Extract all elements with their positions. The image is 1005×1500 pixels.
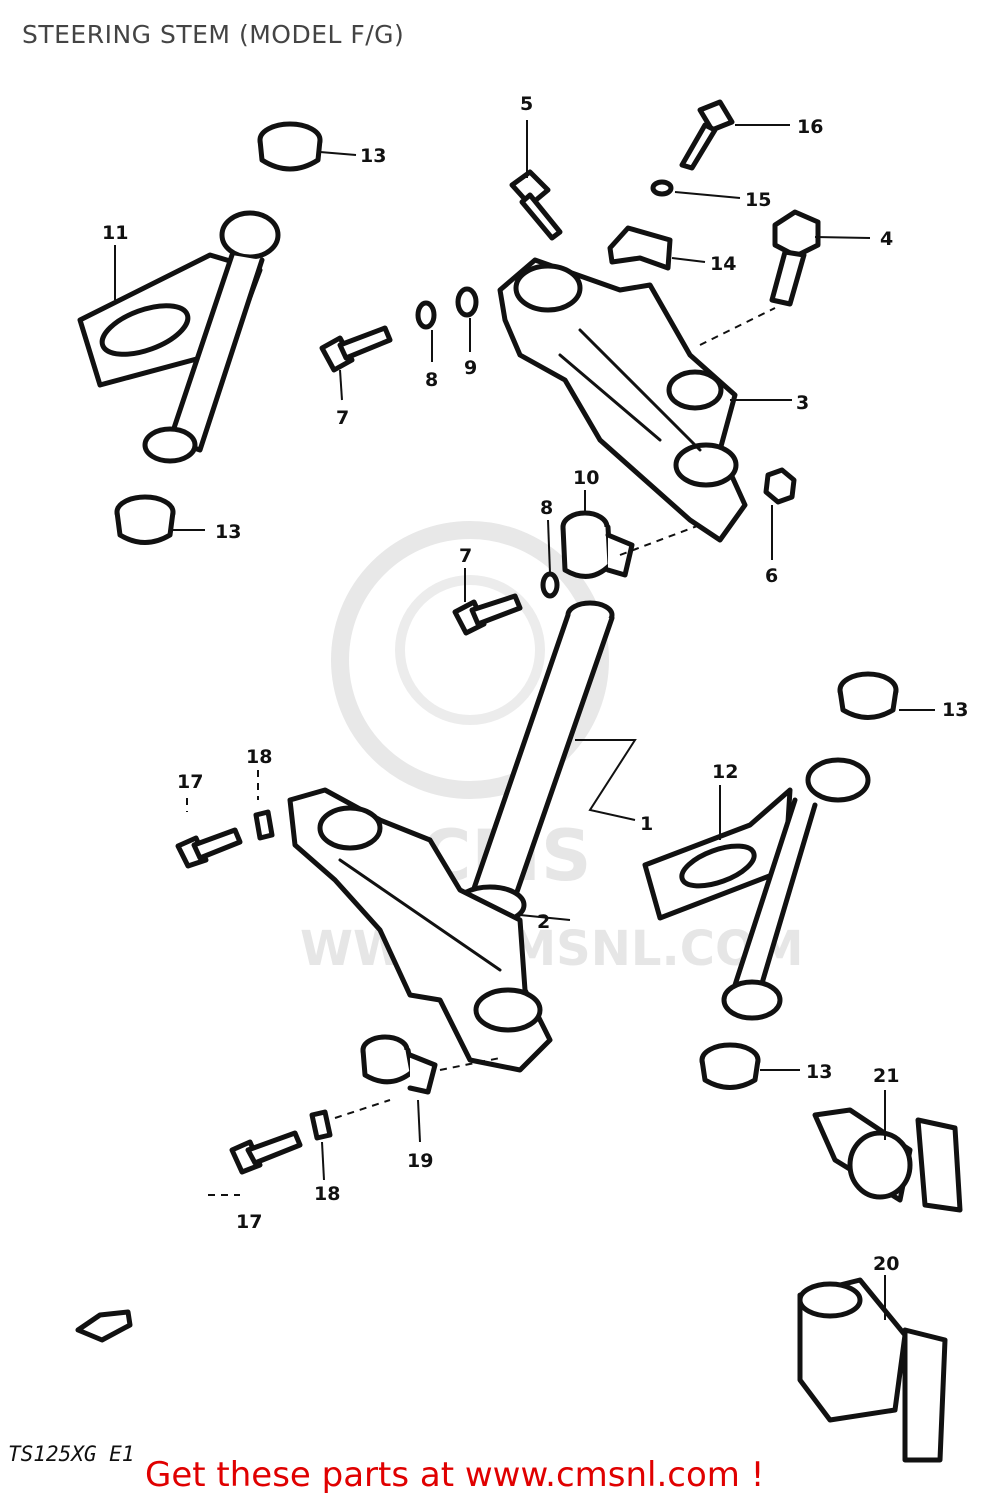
callout-8-mid: 8 xyxy=(540,497,553,519)
callout-20: 20 xyxy=(873,1253,899,1275)
callout-7-upper: 7 xyxy=(336,407,349,429)
front-direction-arrow-icon xyxy=(75,1309,133,1343)
part-6-nut[interactable] xyxy=(763,467,797,505)
callout-3: 3 xyxy=(796,392,809,414)
part-lower-bracket[interactable] xyxy=(287,787,553,1073)
page-title: STEERING STEM (MODEL F/G) xyxy=(22,20,405,49)
part-19-clamp[interactable] xyxy=(360,1034,438,1095)
callout-7-mid: 7 xyxy=(459,545,472,567)
part-7-bolt-mid[interactable] xyxy=(452,593,523,636)
model-code: TS125XG E1 xyxy=(8,1442,135,1466)
callout-19: 19 xyxy=(407,1150,433,1172)
callout-13-right-upper: 13 xyxy=(942,699,968,721)
leader-lines xyxy=(114,120,935,1320)
part-14-handlebar-holder[interactable] xyxy=(607,225,673,271)
callout-11: 11 xyxy=(102,222,128,244)
callout-4: 4 xyxy=(880,228,893,250)
part-20-lock-cylinder[interactable] xyxy=(797,1277,948,1463)
part-13-rubber-mid-left[interactable] xyxy=(114,494,176,545)
callout-17-upper: 17 xyxy=(177,771,203,793)
callout-1: 1 xyxy=(640,813,653,835)
callout-21: 21 xyxy=(873,1065,899,1087)
part-5-bolt[interactable] xyxy=(509,169,563,241)
callout-12: 12 xyxy=(712,761,738,783)
callout-13-mid-left: 13 xyxy=(215,521,241,543)
part-10-clamp[interactable] xyxy=(560,510,635,579)
part-18-nut-upper[interactable] xyxy=(253,809,275,841)
callout-13-right-lower: 13 xyxy=(806,1061,832,1083)
callout-13-top-left: 13 xyxy=(360,145,386,167)
callout-labels: 1 2 3 4 5 6 7 7 8 8 9 10 11 12 13 13 13 … xyxy=(102,93,968,1275)
part-15-washer[interactable] xyxy=(650,179,674,197)
callout-6: 6 xyxy=(765,565,778,587)
promo-link[interactable]: Get these parts at www.cmsnl.com ! xyxy=(145,1455,765,1495)
callout-15: 15 xyxy=(745,189,771,211)
callout-5: 5 xyxy=(520,93,533,115)
callout-9: 9 xyxy=(464,357,477,379)
part-4-bolt[interactable] xyxy=(769,209,821,307)
part-13-rubber-top-left[interactable] xyxy=(257,121,323,172)
part-8-washer-lower[interactable] xyxy=(540,571,560,599)
callout-17-lower: 17 xyxy=(236,1211,262,1233)
part-17-bolt-lower[interactable] xyxy=(229,1130,303,1175)
callout-16: 16 xyxy=(797,116,823,138)
part-11-headlight-bracket-left[interactable] xyxy=(77,210,281,464)
callout-14: 14 xyxy=(710,253,736,275)
callout-18-lower: 18 xyxy=(314,1183,340,1205)
part-13-rubber-right-upper[interactable] xyxy=(837,671,899,720)
part-21-steering-lock[interactable] xyxy=(812,1107,963,1213)
part-9-washer[interactable] xyxy=(455,286,479,318)
callout-8-upper: 8 xyxy=(425,369,438,391)
part-18-nut-lower[interactable] xyxy=(309,1109,333,1141)
part-7-bolt-upper[interactable] xyxy=(319,325,393,373)
callout-10: 10 xyxy=(573,467,599,489)
part-8-washer-upper[interactable] xyxy=(415,300,437,330)
part-17-bolt-upper[interactable] xyxy=(175,827,243,869)
callout-2: 2 xyxy=(537,911,550,933)
part-13-rubber-right-lower[interactable] xyxy=(699,1042,761,1090)
part-16-bolt[interactable] xyxy=(679,99,735,171)
callout-18-upper: 18 xyxy=(246,746,272,768)
part-3-upper-bracket[interactable] xyxy=(497,257,748,543)
part-12-headlight-bracket-right[interactable] xyxy=(642,757,871,1021)
watermark-url: WWW.CMSNL.COM xyxy=(300,921,804,977)
